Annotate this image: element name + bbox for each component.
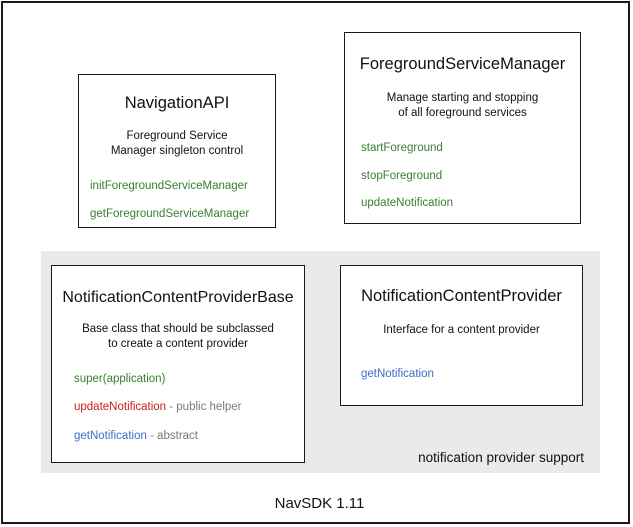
member-row[interactable]: initForegroundServiceManager: [90, 180, 275, 193]
class-box-navigation-api[interactable]: NavigationAPI Foreground Service Manager…: [78, 74, 276, 228]
member-list-navigation-api: initForegroundServiceManager getForegrou…: [79, 180, 275, 221]
member-list-notification-content-provider: getNotification: [341, 367, 582, 381]
class-description-line: Foreground Service: [126, 129, 228, 142]
member-name: updateNotification: [361, 197, 454, 210]
class-description-line: Manage starting and stopping: [386, 91, 539, 104]
member-row[interactable]: super(application): [74, 372, 304, 386]
class-box-foreground-service-manager[interactable]: ForegroundServiceManager Manage starting…: [344, 32, 581, 224]
class-description-line: Manager singleton control: [110, 144, 244, 157]
class-title-navigation-api: NavigationAPI: [124, 94, 230, 112]
class-description-line: Base class that should be subclassed: [82, 323, 274, 336]
member-name: updateNotification: [74, 401, 167, 414]
class-description-line: of all foreground services: [398, 106, 527, 119]
member-list-foreground-service-manager: startForeground stopForeground updateNot…: [345, 142, 580, 210]
member-name: getNotification: [74, 429, 147, 442]
group-label: notification provider support: [418, 450, 584, 465]
member-name: stopForeground: [361, 169, 443, 182]
footer-caption: NavSDK 1.11: [274, 495, 365, 512]
member-name: getNotification: [361, 367, 434, 380]
class-box-notification-content-provider[interactable]: NotificationContentProvider Interface fo…: [340, 265, 583, 406]
class-description-line: Interface for a content provider: [383, 323, 540, 336]
member-name: getForegroundServiceManager: [90, 207, 250, 220]
member-row[interactable]: updateNotification: [361, 197, 580, 210]
class-description-foreground-service-manager: Manage starting and stopping of all fore…: [345, 91, 580, 121]
member-name: initForegroundServiceManager: [90, 180, 248, 193]
class-description-navigation-api: Foreground Service Manager singleton con…: [79, 129, 275, 159]
member-row[interactable]: getNotification - abstract: [74, 429, 304, 443]
class-description-line: to create a content provider: [108, 338, 248, 351]
class-title-notification-content-provider-base: NotificationContentProviderBase: [62, 289, 294, 306]
member-name: startForeground: [361, 142, 443, 155]
class-title-notification-content-provider: NotificationContentProvider: [361, 287, 562, 305]
member-row[interactable]: getForegroundServiceManager: [90, 207, 275, 221]
class-description-notification-content-provider: Interface for a content provider: [341, 323, 582, 338]
member-row[interactable]: startForeground: [361, 142, 580, 155]
member-row[interactable]: stopForeground: [361, 169, 580, 183]
class-box-notification-content-provider-base[interactable]: NotificationContentProviderBase Base cla…: [51, 265, 305, 463]
member-row[interactable]: updateNotification - public helper: [74, 401, 304, 414]
member-suffix: - abstract: [146, 429, 199, 442]
member-list-notification-content-provider-base: super(application) updateNotification - …: [52, 372, 304, 443]
member-row[interactable]: getNotification: [361, 367, 582, 381]
class-description-notification-content-provider-base: Base class that should be subclassed to …: [52, 322, 304, 352]
class-title-foreground-service-manager: ForegroundServiceManager: [359, 55, 566, 73]
member-suffix: - public helper: [166, 401, 242, 414]
member-name: super(application): [74, 372, 166, 385]
